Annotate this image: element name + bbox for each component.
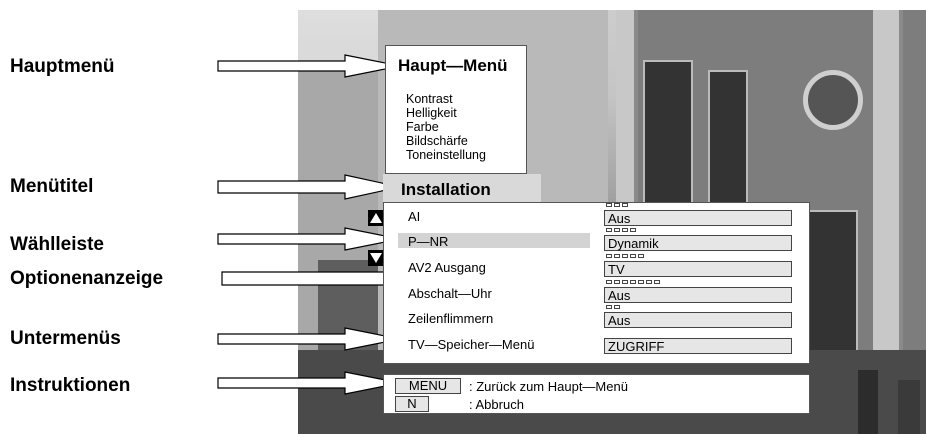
label-hauptmenue: Hauptmenü (10, 56, 115, 77)
label-waehlleiste: Wählleiste (10, 234, 104, 255)
label-untermenues: Untermenüs (10, 328, 121, 349)
arrow-instruktionen-icon (217, 371, 401, 395)
level-dots-pnr (606, 228, 636, 233)
option-label-zeilenflimmern[interactable]: Zeilenflimmern (408, 311, 494, 326)
arrow-hauptmenue-icon (217, 54, 401, 78)
arrow-menuetitel-icon (217, 174, 401, 200)
up-arrow-icon (370, 213, 382, 223)
option-label-pnr[interactable]: P—NR (408, 234, 449, 249)
option-label-ai[interactable]: AI (408, 209, 421, 224)
scroll-down-button[interactable] (368, 250, 384, 266)
option-value-pnr[interactable]: Dynamik (604, 235, 792, 251)
main-menu-title-box: Haupt—Menü (385, 45, 527, 83)
arrow-waehlleiste-icon (217, 227, 401, 251)
submenu-title: Installation (401, 180, 491, 199)
level-dots-av2 (606, 254, 644, 259)
label-menuetitel: Menütitel (10, 176, 94, 197)
menu-item-bildschaerfe[interactable]: Bildschärfe (406, 134, 468, 148)
option-value-av2[interactable]: TV (604, 261, 792, 277)
level-dots-zeilenflimmern (606, 305, 620, 310)
selection-bar (398, 233, 590, 248)
option-value-ai[interactable]: Aus (604, 210, 792, 226)
menu-item-farbe[interactable]: Farbe (406, 120, 439, 134)
main-menu-list: Kontrast Helligkeit Farbe Bildschärfe To… (385, 82, 527, 174)
level-dots-abschalt-uhr (606, 280, 660, 285)
menu-key-description: : Zurück zum Haupt—Menü (469, 379, 628, 394)
arrow-untermenues-icon (217, 327, 401, 351)
menu-key[interactable]: MENU (395, 378, 461, 394)
menu-item-helligkeit[interactable]: Helligkeit (406, 106, 457, 120)
scroll-up-button[interactable] (368, 210, 384, 226)
n-key-description: : Abbruch (469, 397, 524, 412)
n-key[interactable]: N (395, 396, 429, 412)
options-panel: AI Aus P—NR Dynamik AV2 Ausgang TV Absch… (383, 202, 810, 364)
level-dots-ai (606, 203, 628, 208)
down-arrow-icon (370, 253, 382, 263)
menu-item-kontrast[interactable]: Kontrast (406, 92, 453, 106)
option-label-abschalt-uhr[interactable]: Abschalt—Uhr (408, 286, 492, 301)
label-instruktionen: Instruktionen (10, 375, 131, 396)
option-label-av2[interactable]: AV2 Ausgang (408, 260, 486, 275)
main-menu-title: Haupt—Menü (398, 56, 508, 75)
label-optionenanzeige: Optionenanzeige (10, 268, 164, 289)
menu-item-toneinstellung[interactable]: Toneinstellung (406, 148, 486, 162)
option-value-tv-speicher[interactable]: ZUGRIFF (604, 338, 792, 354)
submenu-title-bar: Installation (383, 174, 541, 202)
option-value-zeilenflimmern[interactable]: Aus (604, 312, 792, 328)
option-value-abschalt-uhr[interactable]: Aus (604, 287, 792, 303)
instructions-box: MENU : Zurück zum Haupt—Menü N : Abbruch (383, 374, 810, 414)
option-label-tv-speicher[interactable]: TV—Speicher—Menü (408, 337, 535, 352)
